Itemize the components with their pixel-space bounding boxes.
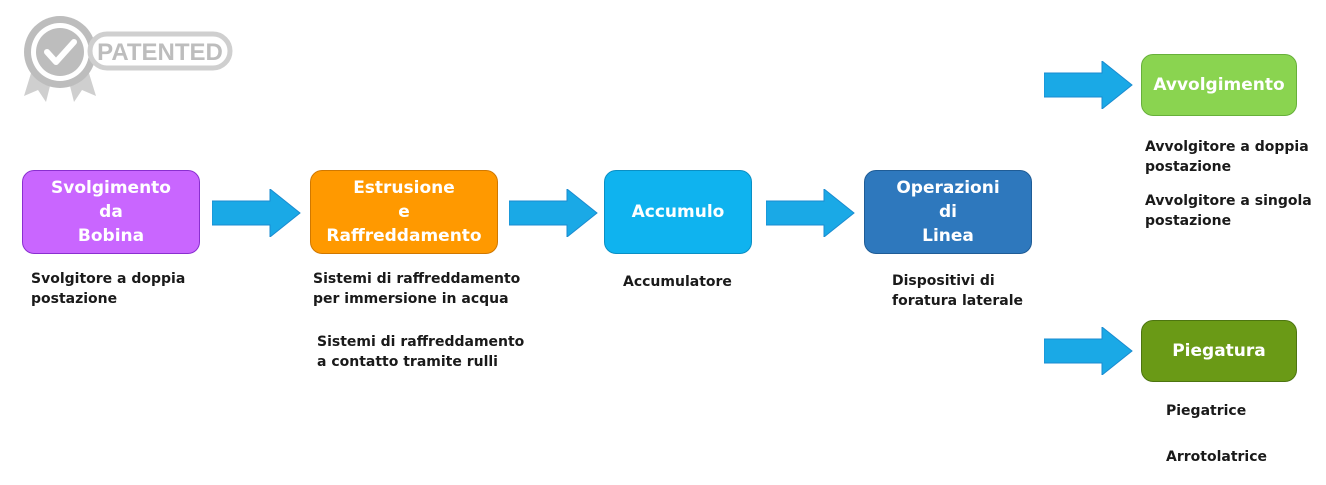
caption-avvolgitore-doppia: Avvolgitore a doppia postazione <box>1145 137 1309 177</box>
arrow-right-icon <box>212 189 301 237</box>
caption-dispositivi-foratura: Dispositivi di foratura laterale <box>892 271 1023 311</box>
caption-raffreddamento-rulli: Sistemi di raffreddamento a contatto tra… <box>317 332 524 372</box>
caption-line: Avvolgitore a doppia <box>1145 139 1309 155</box>
caption-line: postazione <box>1145 213 1232 229</box>
caption-line: a contatto tramite rulli <box>317 354 498 370</box>
box-label-line: Estrusione <box>353 178 455 198</box>
caption-avvolgitore-singola: Avvolgitore a singola postazione <box>1145 191 1312 231</box>
box-label-line: Linea <box>922 226 974 246</box>
box-estrusione-e-raffreddamento: Estrusione e Raffreddamento <box>310 170 498 254</box>
arrow-right-icon <box>1044 327 1133 375</box>
box-label-line: Avvolgimento <box>1153 75 1285 95</box>
box-accumulo: Accumulo <box>604 170 752 254</box>
box-label-line: Accumulo <box>631 202 725 222</box>
patented-logo-text: PATENTED <box>97 39 223 66</box>
caption-line: Dispositivi di <box>892 273 995 289</box>
caption-line: Avvolgitore a singola <box>1145 193 1312 209</box>
caption-line: Sistemi di raffreddamento <box>313 271 521 287</box>
caption-line: Accumulatore <box>623 274 732 290</box>
caption-accumulatore: Accumulatore <box>623 272 732 292</box>
caption-line: per immersione in acqua <box>313 291 509 307</box>
box-label-line: Bobina <box>77 226 145 246</box>
box-operazioni-di-linea: Operazioni di Linea <box>864 170 1032 254</box>
box-label-line: da <box>99 202 123 222</box>
caption-piegatrice: Piegatrice <box>1166 401 1246 421</box>
caption-line: Arrotolatrice <box>1166 449 1268 465</box>
caption-line: postazione <box>31 291 118 307</box>
caption-line: Sistemi di raffreddamento <box>317 334 525 350</box>
box-piegatura: Piegatura <box>1141 320 1297 382</box>
patented-logo: PATENTED <box>18 12 238 108</box>
caption-line: Svolgitore a doppia <box>31 271 186 287</box>
box-avvolgimento: Avvolgimento <box>1141 54 1297 116</box>
box-label-line: di <box>939 202 957 222</box>
box-label-line: Raffreddamento <box>326 226 482 246</box>
caption-arrotolatrice: Arrotolatrice <box>1166 447 1267 467</box>
caption-line: Piegatrice <box>1166 403 1247 419</box>
arrow-right-icon <box>509 189 598 237</box>
box-label-line: e <box>398 202 410 222</box>
caption-raffreddamento-immersione: Sistemi di raffreddamento per immersione… <box>313 269 520 309</box>
box-label-line: Svolgimento <box>51 178 171 198</box>
box-label-line: Operazioni <box>896 178 1000 198</box>
caption-line: postazione <box>1145 159 1232 175</box>
caption-svolgitore: Svolgitore a doppia postazione <box>31 269 185 309</box>
box-label-line: Piegatura <box>1172 341 1266 361</box>
box-svolgimento-da-bobina: Svolgimento da Bobina <box>22 170 200 254</box>
arrow-right-icon <box>766 189 855 237</box>
arrow-right-icon <box>1044 61 1133 109</box>
caption-line: foratura laterale <box>892 293 1024 309</box>
